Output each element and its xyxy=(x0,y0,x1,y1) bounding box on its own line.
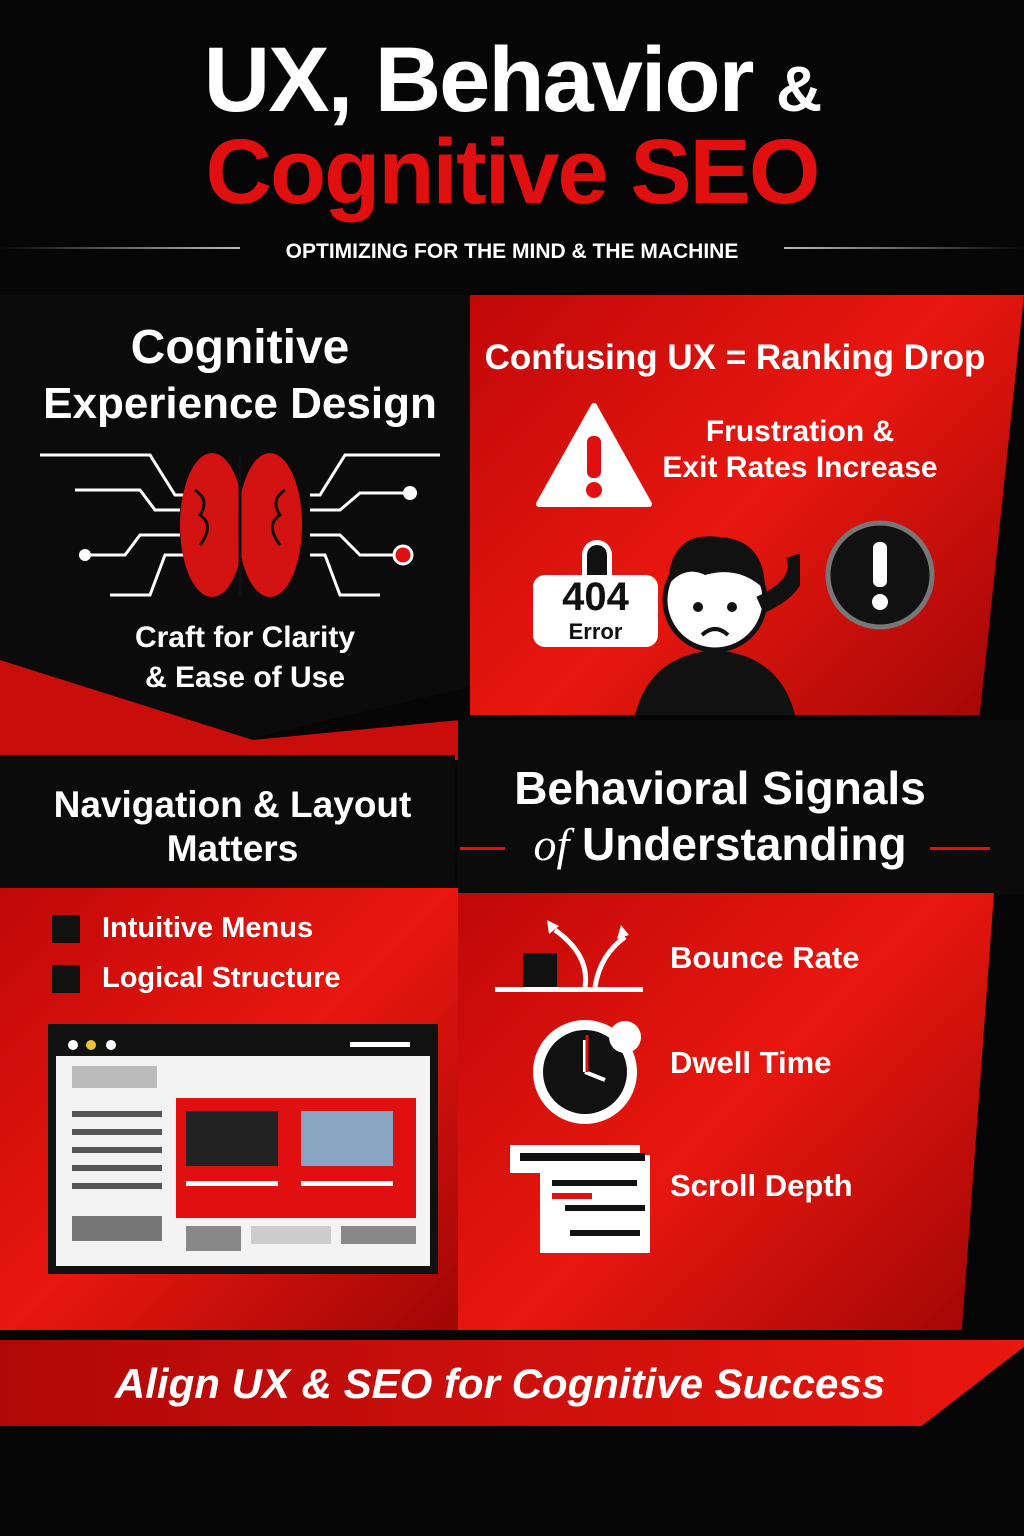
behavioral-header xyxy=(458,720,1024,895)
error-404-bubble: 404 Error xyxy=(533,575,658,647)
title-line-2: Cognitive SEO xyxy=(205,121,821,223)
scroll-depth-icon xyxy=(510,1145,650,1253)
footer-banner-text: Align UX & SEO for Cognitive Success xyxy=(114,1360,886,1407)
title-line-1: UX, Behavior & xyxy=(203,29,822,131)
frustrated-person-icon xyxy=(635,536,800,715)
lock-icon xyxy=(582,540,612,580)
metric-label: Scroll Depth xyxy=(670,1168,853,1203)
divider xyxy=(0,247,240,249)
subtitle: OPTIMIZING FOR THE MIND & THE MACHINE xyxy=(285,240,739,263)
confusing-ux-heading: Confusing UX = Ranking Drop xyxy=(484,338,986,377)
bounce-rate-icon xyxy=(495,920,643,992)
metric-label: Dwell Time xyxy=(670,1045,832,1080)
footer-banner xyxy=(0,1340,1024,1426)
frustration-note: Frustration &Exit Rates Increase xyxy=(662,415,938,484)
list-item: Intuitive Menus xyxy=(52,912,313,945)
bullet-square-icon xyxy=(52,964,80,993)
alert-bubble-icon xyxy=(825,520,935,630)
divider xyxy=(930,847,990,850)
navigation-header xyxy=(0,755,455,890)
bullet-square-icon xyxy=(52,914,80,943)
metric-label: Bounce Rate xyxy=(670,940,860,975)
cognitive-caption: Craft for Clarity& Ease of Use xyxy=(134,621,356,694)
dwell-time-clock-icon xyxy=(533,1020,641,1124)
website-layout-illustration xyxy=(48,1024,438,1274)
warning-icon xyxy=(536,403,652,507)
brain-circuit-icon xyxy=(40,453,440,597)
list-item: Logical Structure xyxy=(52,962,341,995)
divider xyxy=(460,847,505,850)
